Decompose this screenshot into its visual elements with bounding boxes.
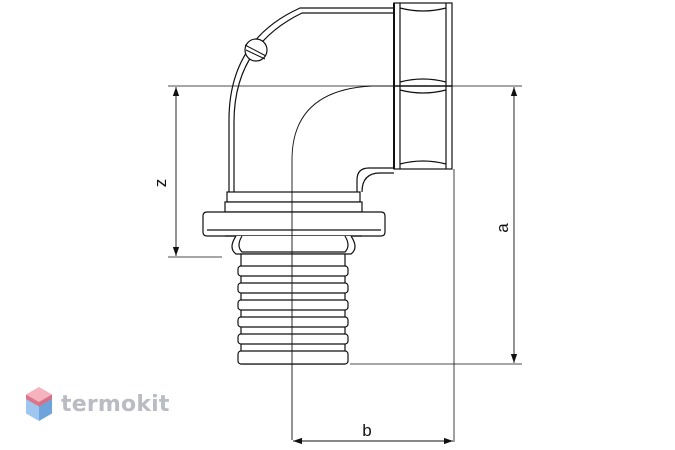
brand-logo: termokit [24,385,170,423]
extension-lines [168,85,522,442]
elbow-body [228,7,394,193]
brand-name: termokit [61,391,170,417]
hex-nut [393,2,453,170]
hexagon-logo-icon [26,387,52,421]
label-a: a [493,223,512,233]
screw-head [244,38,268,62]
sleeve-collar [202,191,386,255]
barbed-insert [237,253,349,365]
label-b: b [362,421,371,440]
label-z: z [151,179,170,188]
